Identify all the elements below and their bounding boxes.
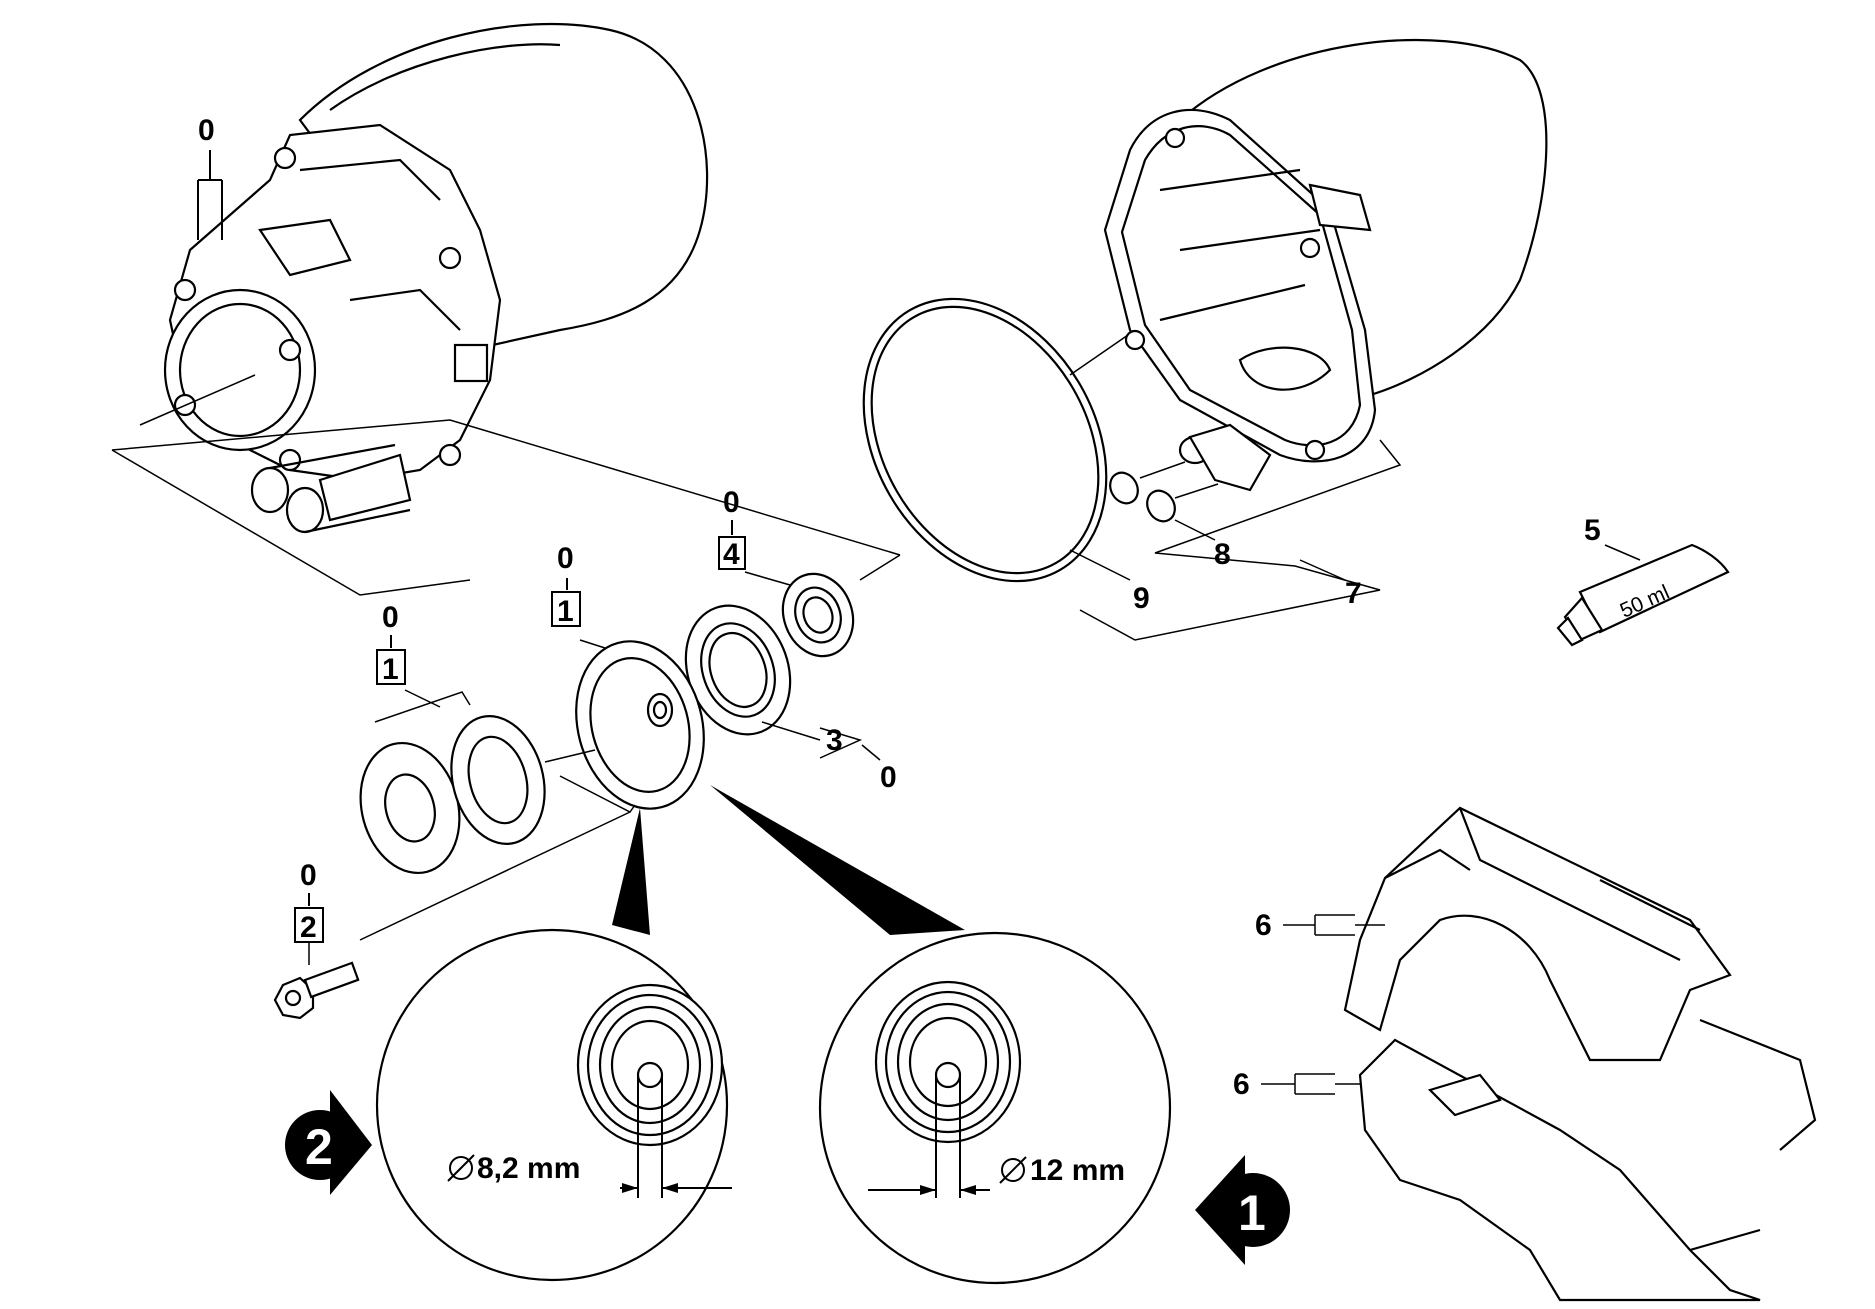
detail-pointer-right [710,785,965,935]
hex-screw [273,961,360,1020]
rear-motor-housing [139,22,709,534]
detail-right-dimension: 12 mm [1030,1154,1125,1187]
detail-pointer-left [612,808,650,935]
callout-hub-ref: 0 [557,542,574,575]
large-o-ring [862,297,1108,583]
callout-housing-ref: 0 [198,114,215,147]
callout-washer-sub: 1 [382,653,399,686]
front-pump-housing [1069,38,1548,492]
detail-left-dimension: 8,2 mm [477,1152,580,1185]
callout-grease: 5 [1584,514,1641,561]
callout-small-o-ring: 8 [1174,519,1231,571]
callout-hub: 0 1 [551,542,606,649]
callout-grease-item: 5 [1584,514,1601,547]
clamp-bracket-bottom [1358,1018,1817,1302]
callout-seal-sub: 4 [723,538,740,571]
callout-seal-ref: 0 [723,486,740,519]
callout-large-o-ring-item: 9 [1133,582,1150,615]
callout-small-o-ring-item: 8 [1214,538,1231,571]
detail-right: 12 mm [818,931,1172,1285]
small-o-rings [1109,461,1219,523]
detail-left-badge-number: 2 [305,1119,333,1175]
assembly-bracket-hub [359,749,636,941]
callout-bracket-top-item: 6 [1255,909,1272,942]
detail-left: 8,2 mm [375,928,732,1282]
callout-bearing: 3 0 [761,721,897,794]
callout-front-housing-item: 7 [1345,577,1362,610]
callout-screw: 0 2 [294,859,324,965]
eccentric-hub [575,640,705,810]
callout-washer: 0 1 [374,601,471,723]
shaft-seal [781,572,855,658]
callout-screw-ref: 0 [300,859,317,892]
callout-bearing-item: 3 [826,724,843,757]
grease-tube: 50 ml [1556,543,1730,647]
assembly-bracket-front [1079,439,1402,641]
callout-large-o-ring: 9 [1069,549,1150,615]
callout-front-housing: 7 [1299,559,1362,610]
callout-bracket-top: 6 [1255,909,1385,942]
detail-right-badge: 1 [1195,1155,1290,1265]
clamp-bracket-top [1343,806,1732,1062]
callout-bracket-bottom-item: 6 [1233,1068,1250,1101]
thrust-bearing-cage [450,715,546,845]
detail-right-badge-number: 1 [1238,1185,1266,1241]
detail-left-badge: 2 [285,1090,372,1195]
callout-bearing-ref: 0 [880,761,897,794]
callout-washer-ref: 0 [382,601,399,634]
callout-housing: 0 [197,114,223,240]
assembly-bracket-rear [111,419,901,596]
callout-hub-sub: 1 [557,595,574,628]
callout-bracket-bottom: 6 [1233,1068,1360,1101]
callout-seal: 0 4 [718,486,791,586]
callout-screw-sub: 2 [300,911,317,944]
